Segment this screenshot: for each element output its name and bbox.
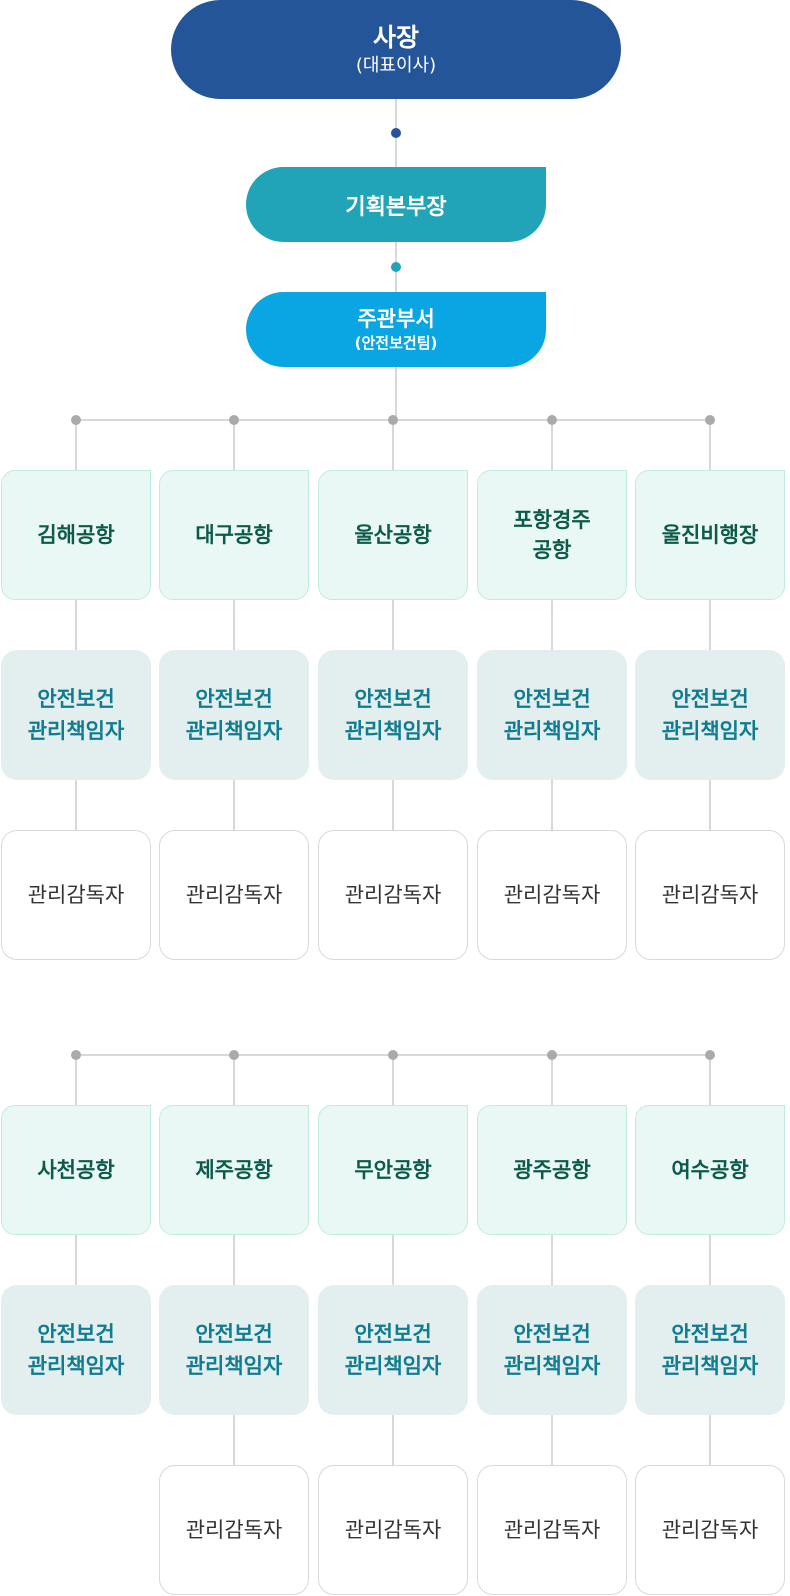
safety-health-manager-label: 관리책임자 [185,719,283,743]
safety-health-manager-label: 안전보건 [37,1322,115,1346]
safety-health-manager-label: 안전보건 [195,687,273,711]
airport-node: 광주공항 [477,1105,627,1235]
connector-dot [388,1050,398,1060]
connector-dot [705,415,715,425]
airport-node: 무안공항 [318,1105,468,1235]
airport-name: 제주공항 [195,1158,273,1182]
supervising-dept-title: 주관부서 [357,306,435,331]
airport-name: 무안공항 [354,1158,432,1182]
ceo-node: 사장 (대표이사) [171,0,621,99]
safety-health-manager-label: 관리책임자 [503,1354,601,1378]
ceo-subtitle: (대표이사) [355,54,437,76]
safety-health-manager-label: 관리책임자 [27,719,125,743]
safety-health-manager-label: 관리책임자 [503,719,601,743]
airport-node: 여수공항 [635,1105,785,1235]
connector-dot [388,415,398,425]
supervisor-node: 관리감독자 [159,1465,309,1595]
safety-health-manager-label: 관리책임자 [661,1354,759,1378]
airport-name: 대구공항 [195,523,273,547]
airport-node: 울산공항 [318,470,468,600]
ceo-title: 사장 [372,22,419,52]
airport-node: 사천공항 [1,1105,151,1235]
safety-health-manager-label: 안전보건 [671,1322,749,1346]
safety-health-manager-label: 관리책임자 [185,1354,283,1378]
supervisor-label: 관리감독자 [503,883,601,907]
airport-name: 울산공항 [354,523,432,547]
safety-health-manager-label: 관리책임자 [344,719,442,743]
supervisor-node: 관리감독자 [1,830,151,960]
airport-name: 김해공항 [37,523,115,547]
safety-health-manager-label: 안전보건 [513,1322,591,1346]
supervisor-label: 관리감독자 [503,1518,601,1542]
connector-dot [547,1050,557,1060]
supervisor-label: 관리감독자 [344,1518,442,1542]
airport-node: 제주공항 [159,1105,309,1235]
supervising-dept-subtitle: (안전보건팀) [354,333,438,352]
safety-health-manager-label: 관리책임자 [661,719,759,743]
supervisor-node: 관리감독자 [477,830,627,960]
connector-dot [705,1050,715,1060]
planning-head-title: 기획본부장 [345,194,447,220]
supervisor-label: 관리감독자 [27,883,125,907]
supervisor-node: 관리감독자 [159,830,309,960]
airport-node: 김해공항 [1,470,151,600]
supervisor-label: 관리감독자 [185,1518,283,1542]
airport-name: 울진비행장 [661,523,759,547]
supervisor-label: 관리감독자 [661,883,759,907]
safety-health-manager-label: 안전보건 [195,1322,273,1346]
connector-dot [391,262,401,272]
safety-health-manager-label: 안전보건 [513,687,591,711]
safety-health-manager-label: 안전보건 [354,1322,432,1346]
safety-health-manager-label: 안전보건 [671,687,749,711]
connector-dot [229,415,239,425]
connector-dot [71,415,81,425]
airport-node: 울진비행장 [635,470,785,600]
safety-health-manager-label: 안전보건 [354,687,432,711]
connector-dot [547,415,557,425]
airport-name: 사천공항 [37,1158,115,1182]
connector-dot [391,128,401,138]
supervisor-node: 관리감독자 [477,1465,627,1595]
connector-dot [229,1050,239,1060]
supervising-dept-node: 주관부서 (안전보건팀) [246,292,546,367]
safety-health-manager-label: 관리책임자 [27,1354,125,1378]
connector-dot [71,1050,81,1060]
safety-health-manager-label: 안전보건 [37,687,115,711]
airport-name: 여수공항 [671,1158,749,1182]
supervisor-label: 관리감독자 [185,883,283,907]
airport-name: 포항경주 [513,508,591,532]
supervisor-label: 관리감독자 [344,883,442,907]
airport-name: 공항 [532,538,572,562]
airport-node: 대구공항 [159,470,309,600]
supervisor-node: 관리감독자 [635,1465,785,1595]
safety-health-manager-label: 관리책임자 [344,1354,442,1378]
supervisor-node: 관리감독자 [318,830,468,960]
supervisor-node: 관리감독자 [318,1465,468,1595]
supervisor-label: 관리감독자 [661,1518,759,1542]
planning-head-node: 기획본부장 [246,167,546,242]
supervisor-node: 관리감독자 [635,830,785,960]
airport-name: 광주공항 [513,1158,591,1182]
